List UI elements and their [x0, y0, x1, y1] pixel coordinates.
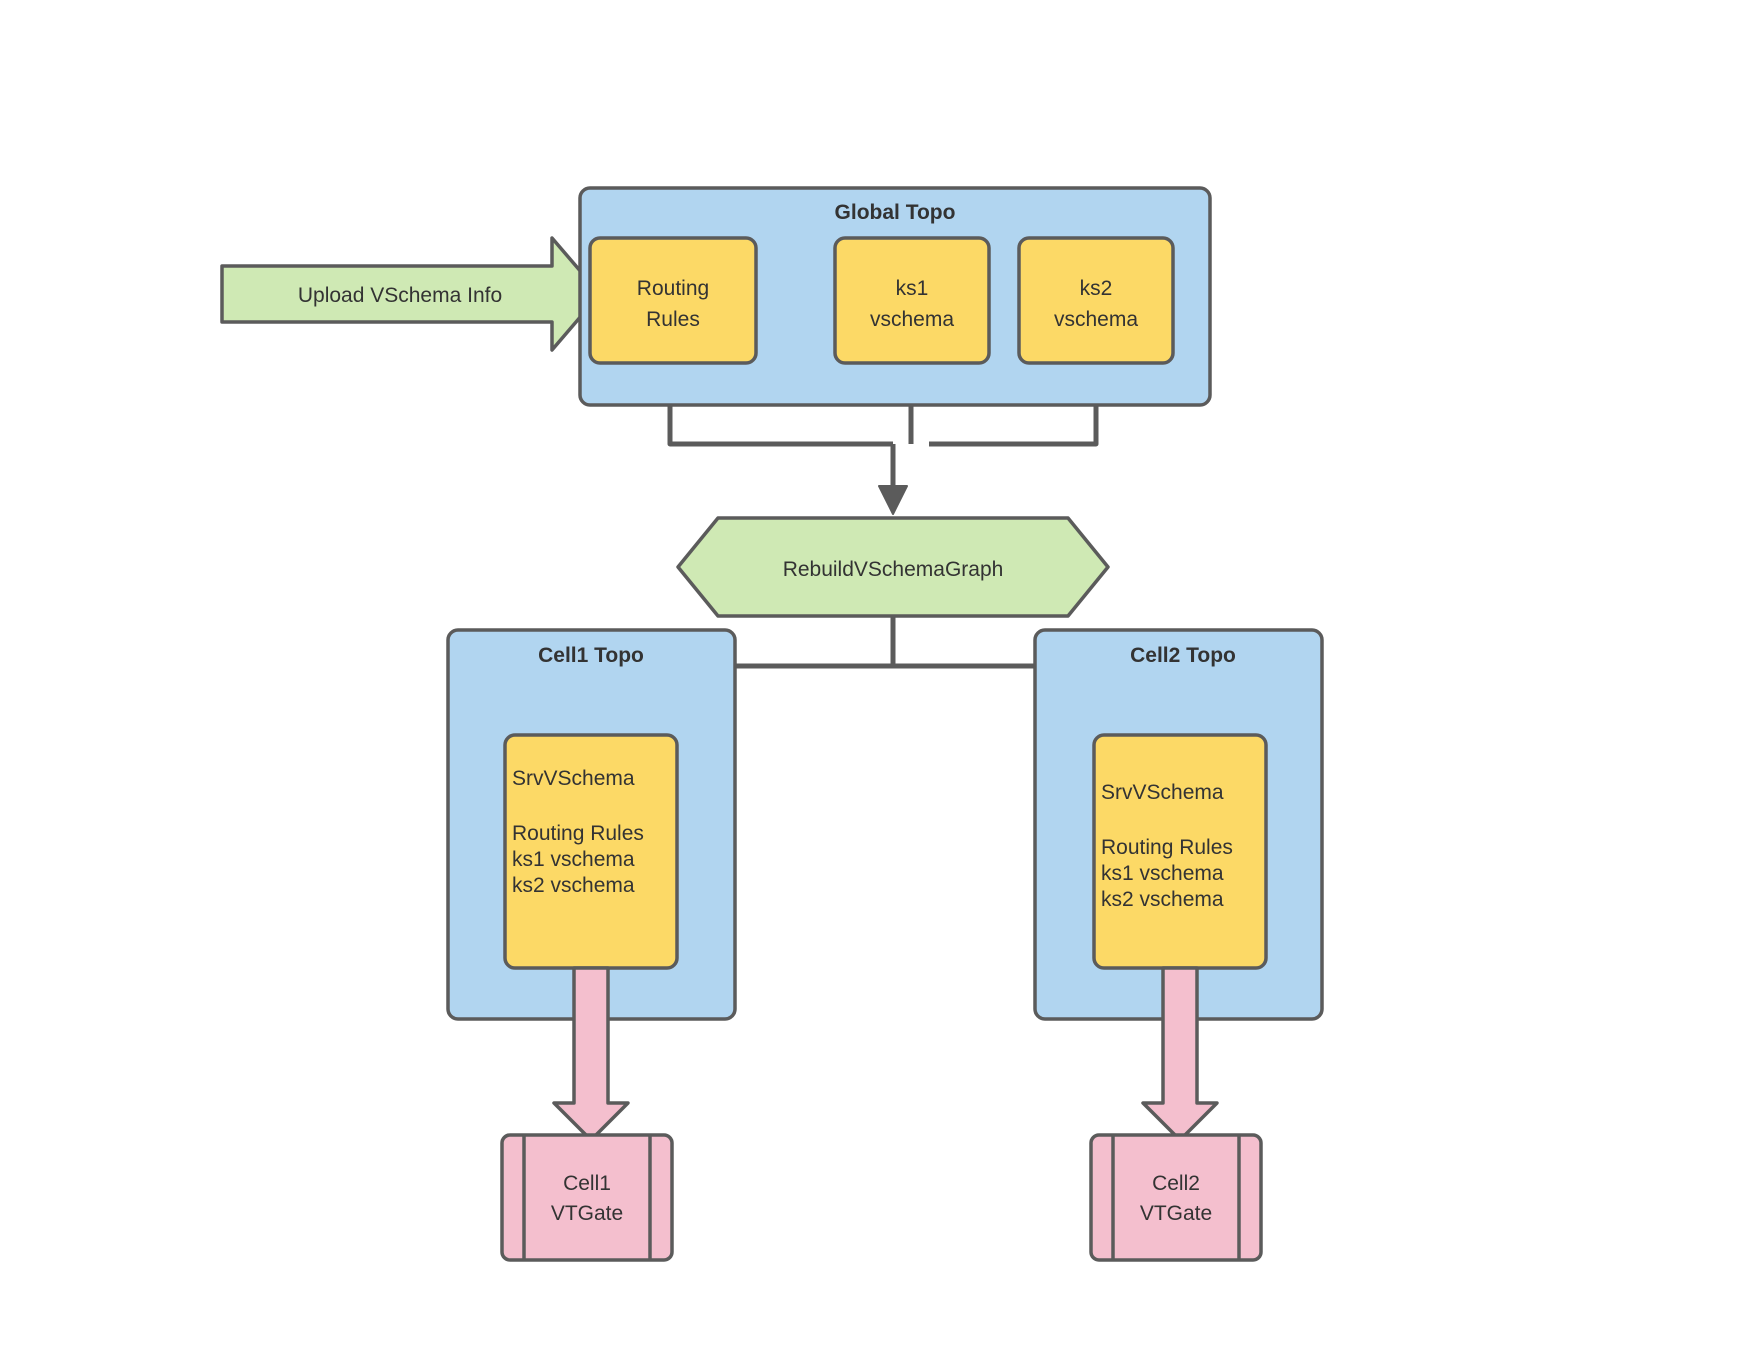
cell2-vtgate-line-1: Cell2	[1152, 1172, 1200, 1195]
process-hexagon-label: RebuildVSchemaGraph	[783, 558, 1004, 581]
cell1-vtgate-line-1: Cell1	[563, 1172, 611, 1195]
cell1-vtgate-box	[500, 1133, 674, 1262]
global-topo-title: Global Topo	[835, 201, 956, 224]
process-hexagon	[676, 516, 1110, 618]
global-node-routing-rules	[588, 236, 758, 365]
cell1-vtgate-arrow	[552, 966, 630, 1142]
global-node-ks2-vschema	[1017, 236, 1175, 365]
cell2-srvvschema-title: SrvVSchema	[1101, 781, 1224, 804]
cell2-vtgate-line-2: VTGate	[1140, 1202, 1212, 1225]
global-node-ks2-line-1: ks2	[1080, 277, 1113, 300]
cell2-vtgate-box	[1089, 1133, 1263, 1262]
global-node-routing-rules-line-2: Rules	[646, 308, 700, 331]
cell2-vtgate-arrow	[1141, 966, 1219, 1142]
input-arrow-shape	[220, 236, 602, 352]
cell1-topo-title: Cell1 Topo	[538, 644, 644, 667]
cell1-srvvschema-title: SrvVSchema	[512, 767, 635, 790]
arrowhead-to-process	[878, 485, 908, 515]
cell1-srvvschema-line-2: ks1 vschema	[512, 848, 635, 871]
global-node-ks1-line-2: vschema	[870, 308, 954, 331]
global-node-ks1-vschema	[833, 236, 991, 365]
global-node-ks2-line-2: vschema	[1054, 308, 1138, 331]
cell1-vtgate-line-2: VTGate	[551, 1202, 623, 1225]
global-node-routing-rules-line-1: Routing	[637, 277, 709, 300]
cell2-topo-title: Cell2 Topo	[1130, 644, 1236, 667]
cell1-srvvschema-line-1: Routing Rules	[512, 822, 644, 845]
cell1-srvvschema-line-3: ks2 vschema	[512, 874, 635, 897]
global-node-ks1-line-1: ks1	[896, 277, 929, 300]
cell2-srvvschema-line-2: ks1 vschema	[1101, 862, 1224, 885]
cell2-srvvschema-line-3: ks2 vschema	[1101, 888, 1224, 911]
cell2-srvvschema-line-1: Routing Rules	[1101, 836, 1233, 859]
input-arrow-label: Upload VSchema Info	[298, 284, 502, 307]
